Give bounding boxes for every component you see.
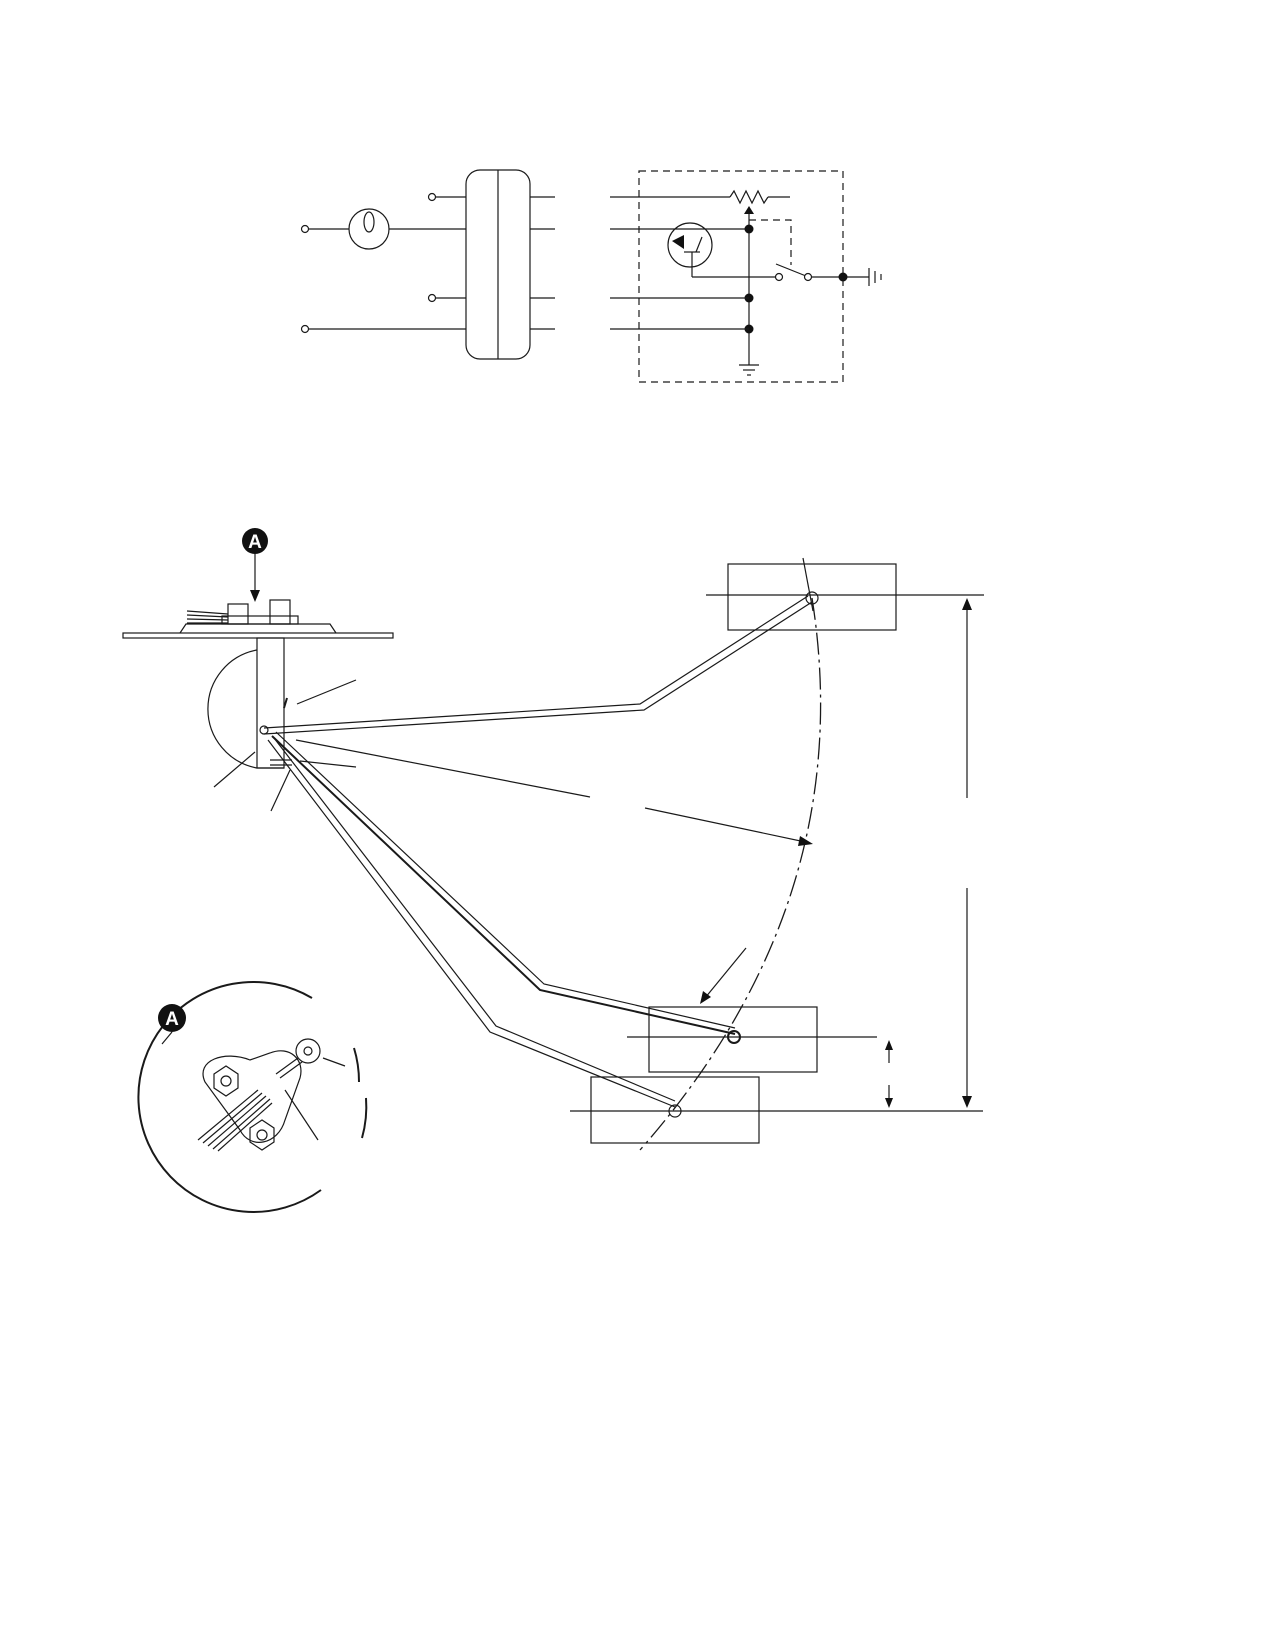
inset-circle xyxy=(353,1047,361,1083)
mechanical-link xyxy=(749,219,792,265)
switch-contact xyxy=(774,272,784,282)
sender-unit-enclosure xyxy=(638,170,844,383)
gauge-element-icon xyxy=(363,211,375,233)
leader-line xyxy=(296,679,357,705)
float-arm-empty xyxy=(273,737,676,1102)
float-arm-mid xyxy=(271,735,736,1035)
wire-lead xyxy=(186,610,229,615)
arrow-head-icon xyxy=(962,598,972,610)
arrow-head-icon xyxy=(250,590,260,602)
ring-terminal-hole xyxy=(303,1046,313,1056)
terminal-inner-upper xyxy=(427,192,437,202)
detail-a-inset: A xyxy=(137,980,368,1213)
wire-lead xyxy=(217,1102,273,1152)
centerline-tick xyxy=(802,557,814,612)
terminal-left-lower xyxy=(300,324,310,334)
pivot-point xyxy=(259,725,269,735)
leader-line xyxy=(270,769,291,812)
radius-line xyxy=(644,807,811,844)
junction-dot xyxy=(744,224,754,234)
float-arm-mid xyxy=(275,731,736,1029)
detail-marker-a-label: A xyxy=(248,532,262,553)
leader-line xyxy=(322,1057,346,1067)
leader-line xyxy=(299,760,357,768)
float-mid-position xyxy=(648,1006,818,1073)
float-arm-full xyxy=(263,601,813,735)
sender-housing xyxy=(256,637,285,769)
switch-blade xyxy=(775,263,807,277)
nut-bore xyxy=(256,1129,268,1141)
ring-terminal-neck xyxy=(279,1061,303,1079)
leader-line xyxy=(704,947,747,999)
tank-plate xyxy=(122,632,394,639)
inset-marker-a-label: A xyxy=(165,1009,179,1030)
wire-lead xyxy=(197,1089,259,1141)
swing-arc xyxy=(639,597,822,1151)
transistor-arrow-icon xyxy=(672,235,684,249)
inset-marker-a xyxy=(158,1004,186,1032)
float-pivot xyxy=(727,1030,741,1044)
terminal-post xyxy=(269,599,291,625)
mounting-flange xyxy=(179,623,337,634)
float-arm-drawing: A xyxy=(122,528,984,1151)
hex-nut-icon xyxy=(213,1065,239,1097)
terminal-bracket xyxy=(202,1050,302,1143)
junction-dot xyxy=(838,272,848,282)
inset-circle xyxy=(137,980,322,1213)
float-arm-empty xyxy=(267,739,676,1108)
wire-lead xyxy=(212,1098,271,1150)
wire-lead xyxy=(207,1095,267,1147)
arrow-head-icon xyxy=(700,991,711,1004)
wiper-arrow-icon xyxy=(744,206,754,214)
arrow-head-icon xyxy=(885,1040,893,1050)
transistor-collector xyxy=(695,236,703,253)
hex-nut-icon xyxy=(249,1119,275,1151)
ring-terminal-neck xyxy=(275,1057,299,1075)
terminal-inner-lower xyxy=(427,293,437,303)
switch-contact xyxy=(803,272,813,282)
float-full-position xyxy=(727,563,897,631)
float-empty-position xyxy=(590,1076,760,1144)
leader-line xyxy=(161,1031,173,1045)
float-arm-full xyxy=(263,595,809,729)
leader-line xyxy=(213,751,256,788)
gauge-symbol xyxy=(348,208,390,250)
stop-tab xyxy=(283,697,288,709)
float-pivot xyxy=(805,591,819,605)
float-guard xyxy=(207,649,284,769)
resistor-icon xyxy=(729,189,769,205)
wiring-schematic xyxy=(300,169,882,383)
wire-lead xyxy=(186,614,229,618)
transistor-symbol xyxy=(667,222,713,268)
arrow-head-icon xyxy=(798,836,813,846)
radius-line xyxy=(295,739,591,798)
nut-bore xyxy=(220,1075,232,1087)
wire-lead xyxy=(186,618,229,621)
terminal-left-upper xyxy=(300,224,310,234)
float-pivot xyxy=(668,1104,682,1118)
terminal-base xyxy=(221,615,299,625)
arrow-head-icon xyxy=(885,1098,893,1108)
inset-circle xyxy=(361,1097,368,1139)
detail-marker-a xyxy=(242,528,268,554)
arrow-head-icon xyxy=(962,1096,972,1108)
ring-terminal xyxy=(295,1038,321,1064)
wire-lead xyxy=(202,1092,263,1144)
terminal-post xyxy=(227,603,249,625)
leader-line xyxy=(284,1089,319,1141)
